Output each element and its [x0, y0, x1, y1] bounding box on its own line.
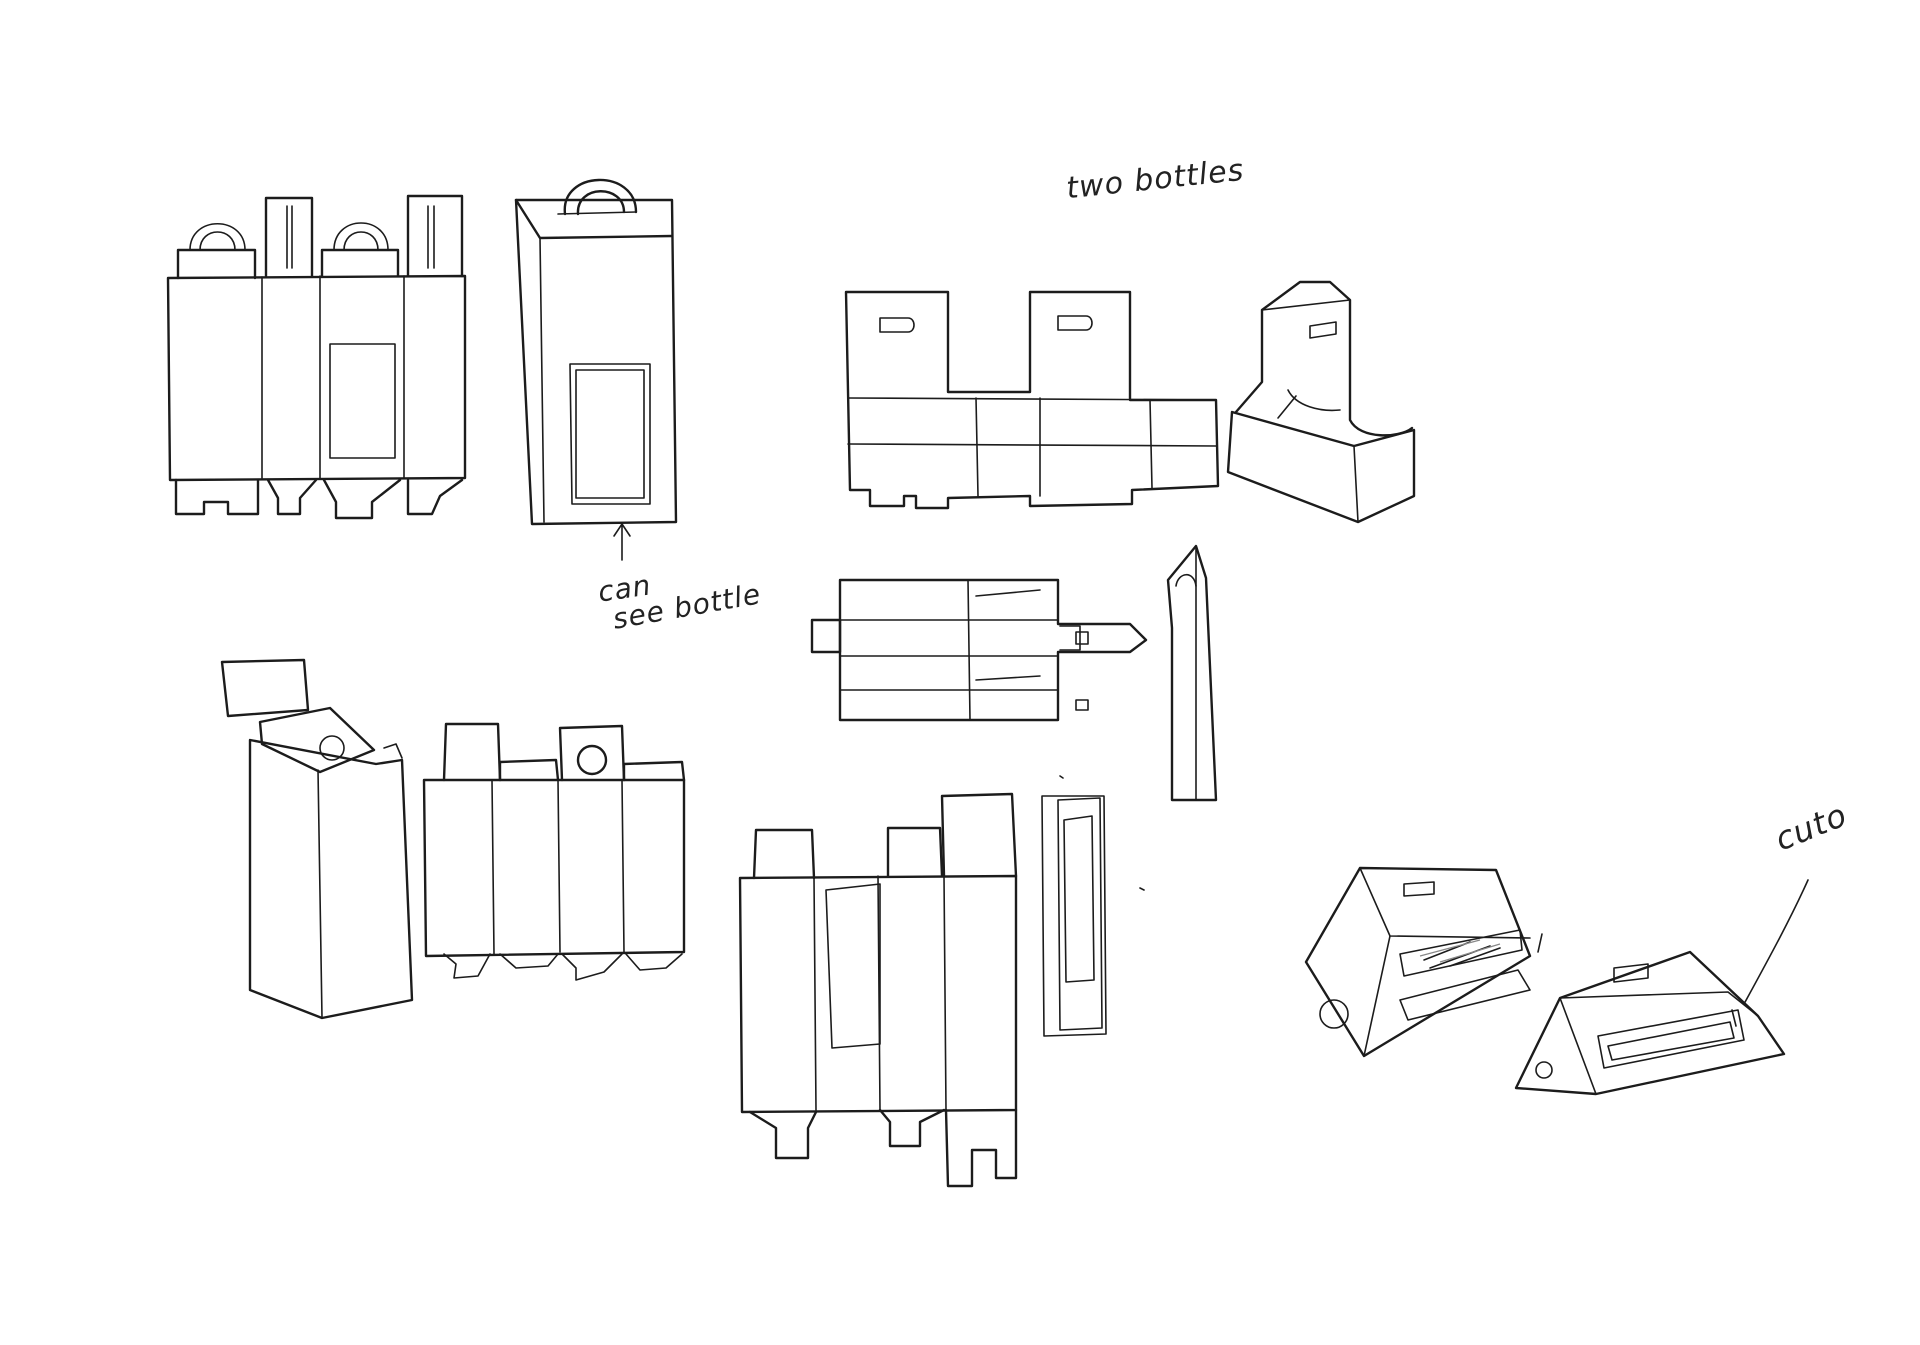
two-bottle-dieline: [844, 290, 1220, 510]
tall-multi-panel-dieline: [738, 792, 1107, 1188]
prism-box-right: [1514, 950, 1786, 1096]
dieline-handle-box-1: [166, 194, 467, 520]
dieline-round-window: [422, 722, 686, 981]
open-flap-box-with-hole: [220, 658, 414, 1020]
stray-mark-2: [1139, 887, 1145, 891]
flat-tab-dieline: [810, 578, 1148, 722]
tall-handle-box-with-window: [514, 178, 678, 561]
cut-out-pointer: [1743, 879, 1809, 1005]
two-bottle-carrier-3d: [1226, 280, 1416, 524]
prism-box-left: [1304, 866, 1543, 1058]
narrow-hanging-box: [1166, 544, 1218, 802]
stray-mark-1: [1059, 775, 1064, 779]
